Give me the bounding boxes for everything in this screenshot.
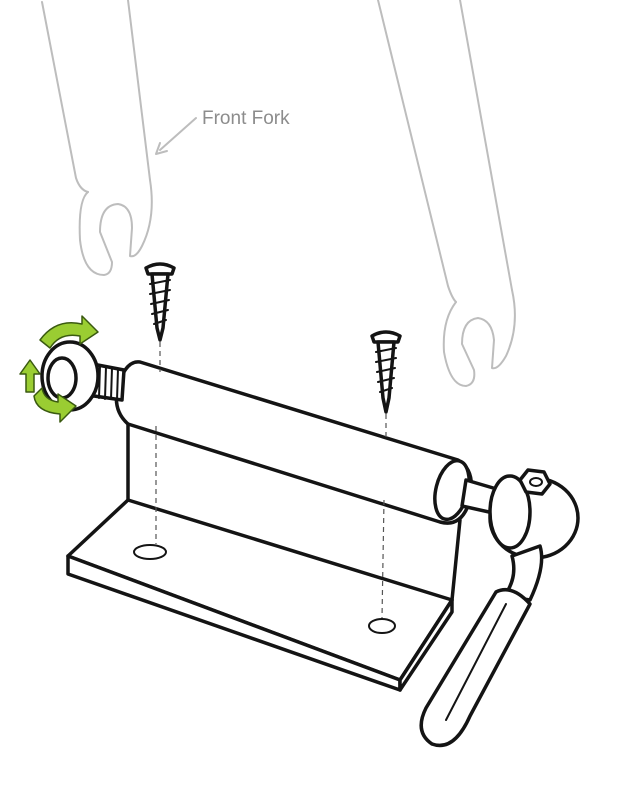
- rotate-arrow-left-icon: [19, 359, 41, 393]
- rotate-arrow-bottom-icon: [33, 387, 77, 423]
- mount-hole-right: [368, 618, 396, 634]
- fork-dropout-right: [442, 289, 516, 387]
- mount-hole-left: [133, 544, 167, 560]
- lever-neck: [502, 544, 544, 602]
- screw-right-shank: [376, 340, 396, 414]
- fork-leg-right: [377, 0, 513, 303]
- fork-dropout-left: [78, 179, 153, 276]
- lever-nut: [518, 468, 552, 496]
- quick-release-lever[interactable]: [419, 468, 580, 748]
- fork-leg-left: [41, 0, 151, 193]
- front-fork: [41, 0, 516, 387]
- lever-handle[interactable]: [419, 588, 532, 748]
- knob-face: [46, 356, 78, 400]
- alignment-guides: [155, 342, 387, 619]
- lever-handle-highlight: [445, 603, 507, 721]
- screw-left-threads: [149, 279, 171, 325]
- rotate-arrow-top-icon: [39, 315, 99, 349]
- guide-right: [381, 414, 387, 619]
- screw-left: [144, 262, 176, 342]
- lever-nut-hole: [529, 477, 543, 487]
- screw-right-head: [370, 330, 402, 344]
- guide-left: [155, 342, 161, 544]
- base-plate-side: [398, 598, 454, 692]
- callout-arrowhead: [155, 142, 168, 155]
- screw-right-threads: [375, 347, 397, 393]
- callout-arrow: [159, 117, 197, 151]
- mount-base: [66, 418, 462, 692]
- tension-knob-assembly: [19, 315, 126, 423]
- lever-cam-face: [488, 474, 532, 550]
- screw-left-head: [144, 262, 176, 276]
- front-fork-label: Front Fork: [202, 108, 290, 129]
- front-fork-callout: Front Fork: [155, 108, 290, 155]
- screw-right: [370, 330, 402, 414]
